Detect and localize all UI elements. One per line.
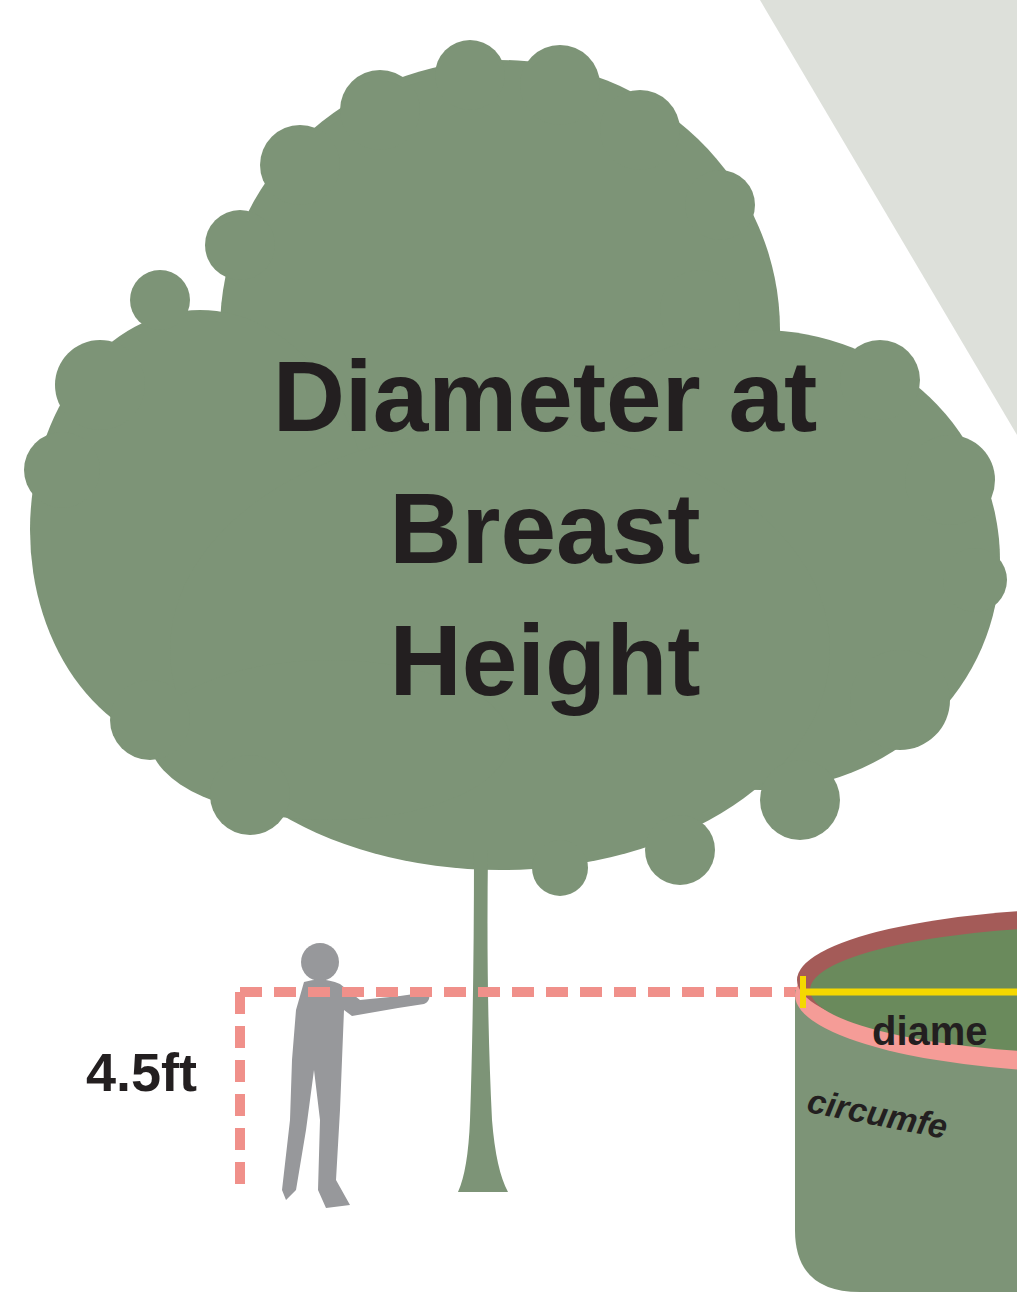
tree-trunk — [458, 850, 508, 1192]
diagram-title: Diameter at Breast Height — [230, 330, 860, 726]
diameter-label: diame — [872, 1008, 988, 1054]
tree-canopy — [24, 40, 1007, 896]
breast-height-line — [240, 992, 800, 1195]
trunk-cross-section — [795, 908, 1017, 1292]
person-silhouette — [282, 943, 429, 1208]
height-dimension: 4.5ft — [86, 1042, 197, 1102]
